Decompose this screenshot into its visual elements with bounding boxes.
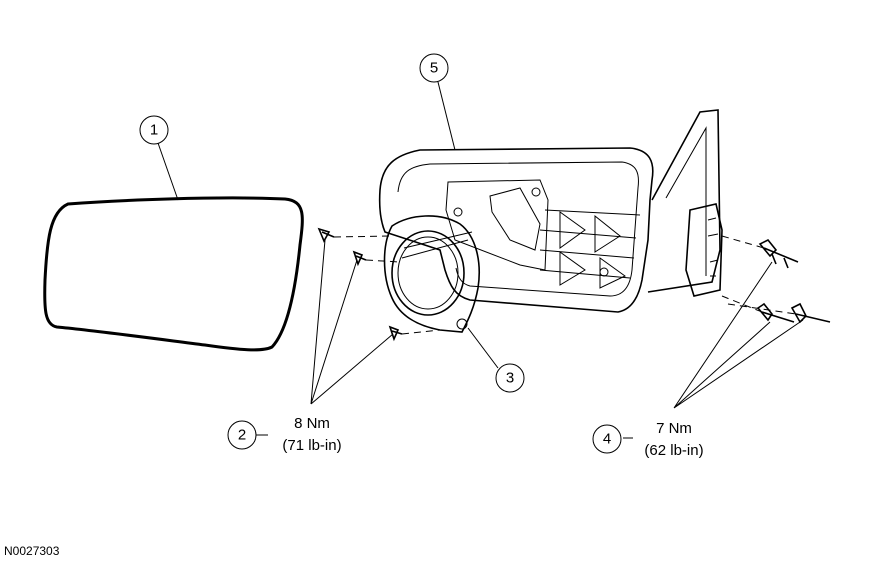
callout-4: 4 7 Nm (62 lb-in) xyxy=(592,420,704,459)
torque-nm: 8 Nm xyxy=(294,415,330,432)
screw-item-2 xyxy=(317,227,403,342)
callout-5: 5 xyxy=(419,53,449,83)
torque-lbin: (71 lb-in) xyxy=(282,437,341,454)
callout-2: 2 8 Nm (71 lb-in) xyxy=(227,415,342,454)
mirror-glass xyxy=(43,196,304,352)
callout-3: 3 xyxy=(495,363,525,393)
callout-number: 4 xyxy=(603,431,611,448)
alignment-lines xyxy=(333,235,797,335)
leader-lines xyxy=(157,81,804,439)
callout-number: 2 xyxy=(238,427,246,444)
callout-number: 3 xyxy=(506,370,514,387)
callout-number: 1 xyxy=(150,122,158,139)
torque-nm: 7 Nm xyxy=(656,420,692,437)
callout-number: 5 xyxy=(430,60,438,77)
figure-id: N0027303 xyxy=(4,544,60,558)
mirror-housing xyxy=(378,109,723,313)
torque-lbin: (62 lb-in) xyxy=(644,442,703,459)
glass-adapter-plate xyxy=(383,215,480,333)
bolt-item-4 xyxy=(756,238,831,324)
callout-1: 1 xyxy=(139,115,169,145)
